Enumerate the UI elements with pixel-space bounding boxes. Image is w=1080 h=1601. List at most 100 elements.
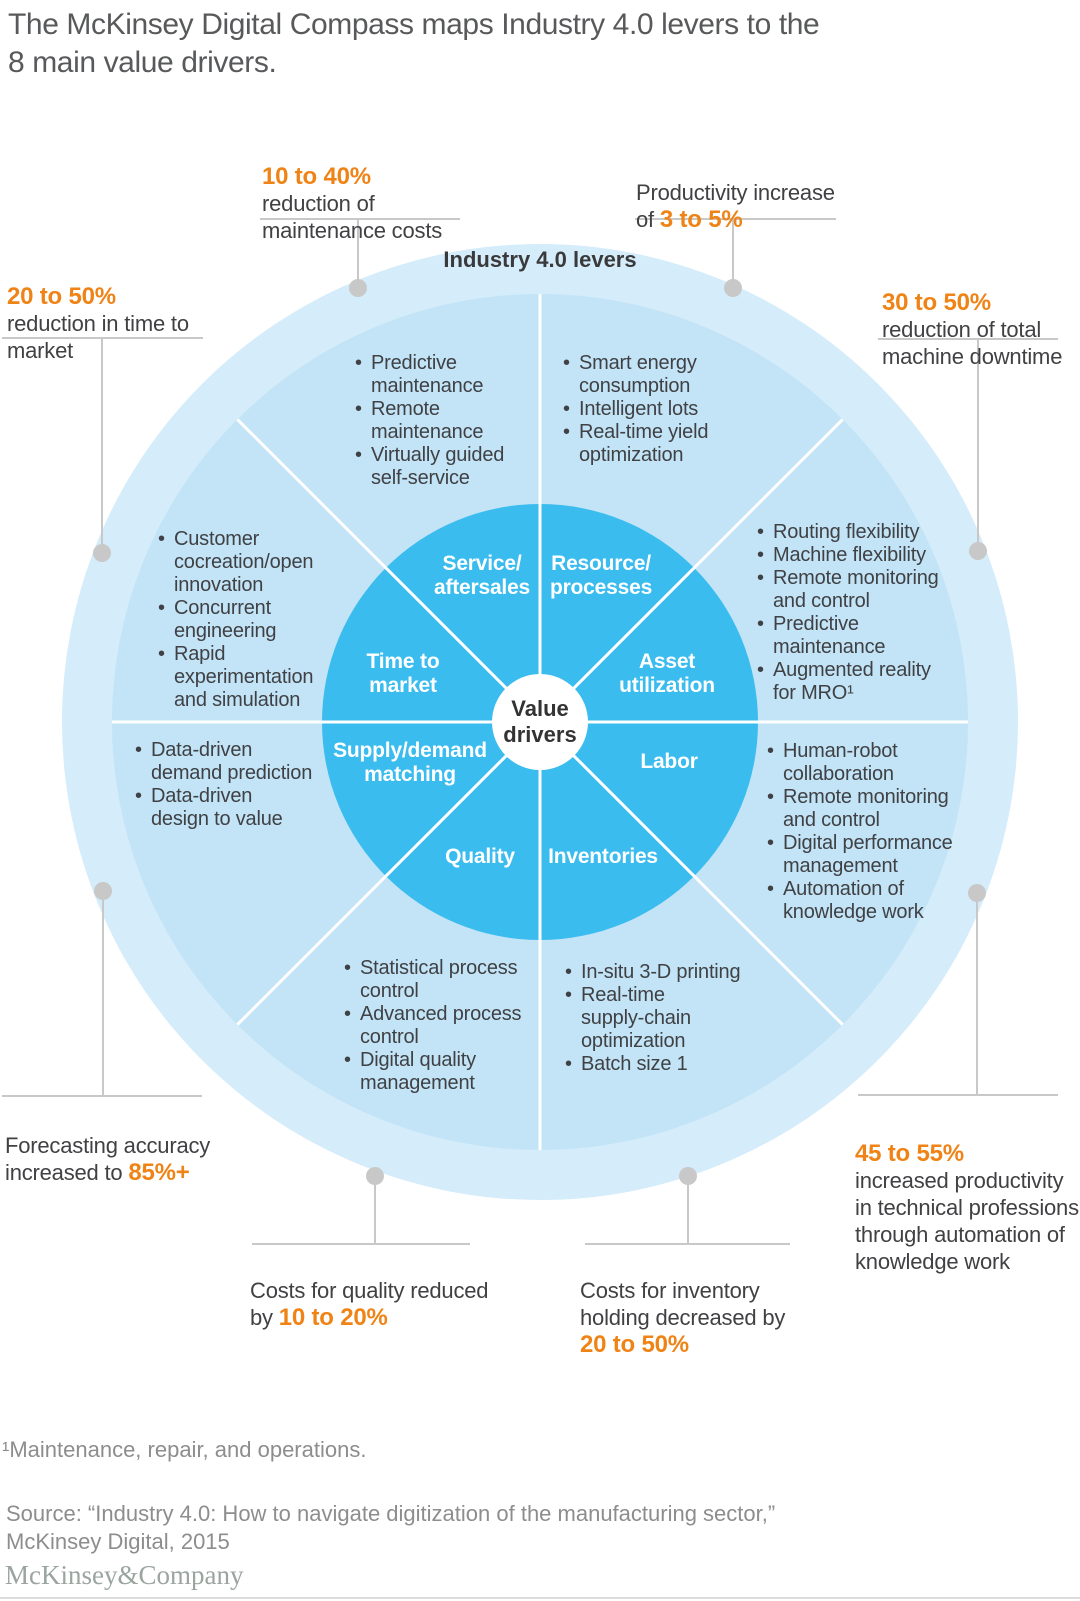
- lever-item: • Batch size 1: [565, 1053, 775, 1076]
- bottom-divider: [0, 1597, 1080, 1599]
- bullet-icon: •: [565, 984, 572, 1006]
- lever-text: Data-driven demand prediction: [151, 739, 313, 784]
- lever-item: •Automation of knowledge work: [767, 878, 982, 924]
- callout-inventory-costs: Costs for inventory holding decreased by…: [580, 1250, 810, 1358]
- lever-text: Remote monitoring and control: [783, 786, 949, 831]
- lever-text: Concurrent engineering: [174, 597, 277, 642]
- lever-item: • Smart energy consumption: [563, 352, 758, 398]
- bullet-icon: •: [355, 352, 362, 374]
- anchor-dot: [679, 1167, 697, 1185]
- lever-text: Machine flexibility: [773, 544, 926, 566]
- lever-item: •Augmented reality for MRO¹: [757, 659, 967, 705]
- callout-productivity-increase: Productivity increase of 3 to 5%: [636, 152, 851, 233]
- callout-machine-downtime: 30 to 50% reduction of total machine dow…: [882, 262, 1080, 370]
- lever-list-labor: •Human-robot collaboration•Remote monito…: [767, 740, 982, 924]
- page-title: The McKinsey Digital Compass maps Indust…: [8, 8, 820, 79]
- lever-item: • Data-driven demand prediction: [135, 739, 350, 785]
- sector-label-service-aftersales: Service/ aftersales: [433, 552, 531, 599]
- lever-text: Human-robot collaboration: [783, 740, 898, 785]
- connector-maintenance-costs: [260, 218, 460, 284]
- lever-list-asset-utilization: • Routing flexibility • Machine flexibility…: [757, 521, 967, 705]
- lever-text: Predictive maintenance: [773, 613, 886, 658]
- bullet-icon: •: [158, 597, 165, 619]
- source-attribution: Source: “Industry 4.0: How to navigate d…: [6, 1501, 776, 1554]
- anchor-dot: [724, 279, 742, 297]
- lever-list-inventories: •In-situ 3-D printing•Real-time supply-c…: [565, 961, 775, 1076]
- callout-value: 85%+: [128, 1159, 190, 1186]
- callout-text: Forecasting accuracy increased to: [5, 1133, 211, 1185]
- callout-value: 10 to 20%: [278, 1304, 388, 1331]
- anchor-dot: [968, 884, 986, 902]
- bullet-icon: •: [135, 785, 142, 807]
- lever-item: •Intelligent lots: [563, 398, 758, 421]
- callout-time-to-market: 20 to 50% reduction in time to market: [7, 256, 212, 364]
- bullet-icon: •: [757, 544, 764, 566]
- sector-label-time-to-market: Time to market: [366, 650, 440, 697]
- lever-item: • Customer cocreation/open innovation: [158, 528, 363, 597]
- lever-item: • Rapid experimentation and simulation: [158, 643, 363, 712]
- lever-list-service-aftersales: •Predictive maintenance•Remote maintenan…: [355, 352, 540, 490]
- lever-text: Digital performance management: [783, 832, 953, 877]
- callout-text: reduction in time to market: [7, 311, 189, 363]
- center-circle: [492, 674, 588, 770]
- sector-label-supply-demand: Supply/demand matching: [333, 739, 487, 786]
- lever-list-quality: •Statistical process control•Advanced pr…: [344, 957, 554, 1095]
- bullet-icon: •: [135, 739, 142, 761]
- lever-item: •Remote monitoring and control: [767, 786, 982, 832]
- bullet-icon: •: [757, 521, 764, 543]
- lever-item: •Virtually guided self-service: [355, 444, 540, 490]
- footnote: ¹Maintenance, repair, and operations.: [2, 1437, 367, 1462]
- lever-list-time-to-market: • Customer cocreation/open innovation • Con…: [158, 528, 363, 712]
- lever-text: Virtually guided self-service: [371, 444, 505, 489]
- callout-value: 3 to 5%: [659, 206, 743, 233]
- lever-text: Rapid experimentation and simulation: [174, 643, 314, 711]
- lever-item: •Remote maintenance: [355, 398, 540, 444]
- lever-text: Routing flexibility: [773, 521, 920, 543]
- bullet-icon: •: [767, 832, 774, 854]
- callout-quality-costs: Costs for quality reduced by 10 to 20%: [250, 1250, 515, 1331]
- bullet-icon: •: [158, 643, 165, 665]
- callout-knowledge-work: 45 to 55% increased productivity in tech…: [855, 1113, 1080, 1275]
- bullet-icon: •: [767, 740, 774, 762]
- lever-item: • Digital quality management: [344, 1049, 554, 1095]
- lever-text: Advanced process control: [360, 1003, 522, 1048]
- lever-item: • Machine flexibility: [757, 544, 967, 567]
- lever-text: Smart energy consumption: [579, 352, 697, 397]
- bullet-icon: •: [563, 398, 570, 420]
- lever-item: • Digital performance management: [767, 832, 982, 878]
- anchor-dot: [349, 279, 367, 297]
- lever-item: •Predictive maintenance: [355, 352, 540, 398]
- sector-label-asset-utilization: Asset utilization: [619, 650, 715, 697]
- bullet-icon: •: [344, 1049, 351, 1071]
- callout-connectors: [2, 218, 1058, 1245]
- lever-item: • Concurrent engineering: [158, 597, 363, 643]
- lever-text: Digital quality management: [360, 1049, 476, 1094]
- bullet-icon: •: [565, 961, 572, 983]
- callout-value: 20 to 50%: [7, 283, 116, 310]
- lever-item: •Advanced process control: [344, 1003, 554, 1049]
- bullet-icon: •: [158, 528, 165, 550]
- lever-list-supply-demand: • Data-driven demand prediction• Data-driv…: [135, 739, 350, 831]
- mckinsey-company-logo: McKinsey&Company: [5, 1560, 244, 1590]
- callout-text: Costs for quality reduced by: [250, 1278, 489, 1330]
- anchor-dot: [94, 882, 112, 900]
- lever-text: Customer cocreation/open innovation: [174, 528, 314, 596]
- lever-item: •Real-time yield optimization: [563, 421, 758, 467]
- industry-levers-label: Industry 4.0 levers: [443, 247, 637, 272]
- connector-forecasting-accuracy: [2, 895, 202, 1097]
- lever-text: Batch size 1: [581, 1053, 688, 1075]
- bullet-icon: •: [757, 613, 764, 635]
- sector-label-inventories: Inventories: [548, 845, 658, 868]
- anchor-dot: [969, 542, 987, 560]
- callout-value: 20 to 50%: [580, 1331, 689, 1358]
- lever-item: • Human-robot collaboration: [767, 740, 982, 786]
- lever-text: Remote monitoring and control: [773, 567, 939, 612]
- bullet-icon: •: [565, 1053, 572, 1075]
- sector-label-quality: Quality: [445, 845, 515, 868]
- lever-text: Remote maintenance: [371, 398, 484, 443]
- sector-label-resource-processes: Resource/ processes: [549, 552, 653, 599]
- bullet-icon: •: [563, 352, 570, 374]
- callout-text: Costs for inventory holding decreased by: [580, 1278, 786, 1330]
- callout-value: 10 to 40%: [262, 163, 371, 190]
- lever-item: •In-situ 3-D printing: [565, 961, 775, 984]
